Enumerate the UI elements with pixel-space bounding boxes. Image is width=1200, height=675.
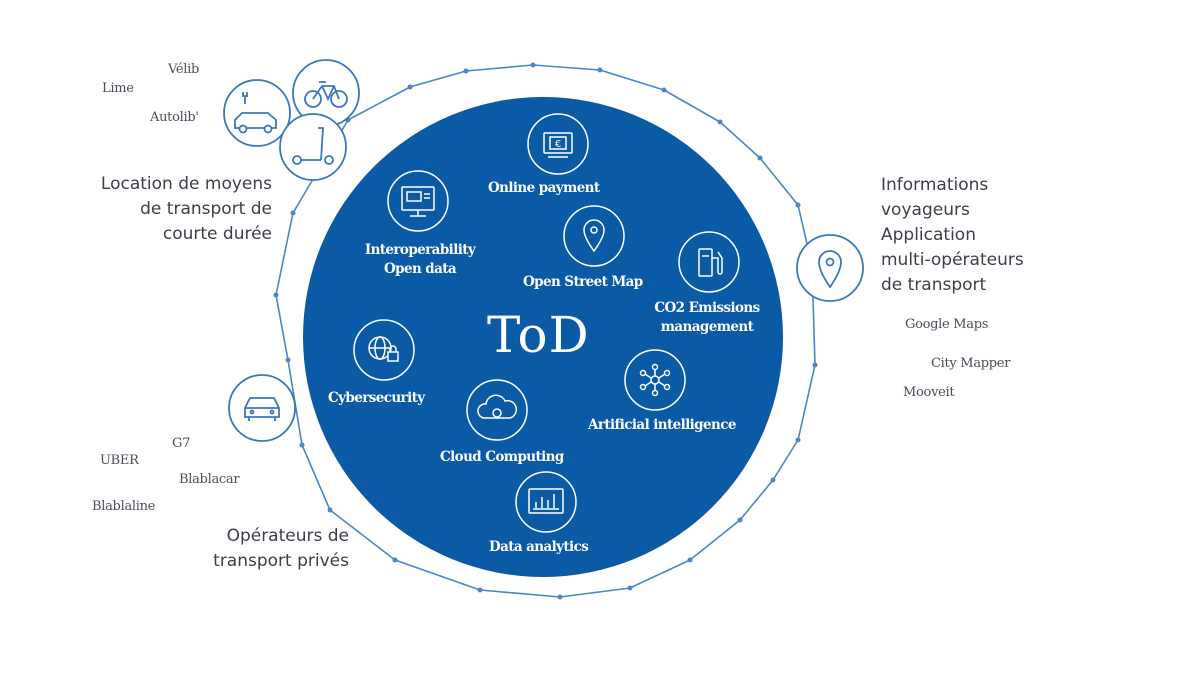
brand-city-mapper: City Mapper xyxy=(931,356,1011,371)
cloud-icon xyxy=(466,379,528,441)
center-title: ToD xyxy=(487,306,590,364)
map-pin-icon xyxy=(563,205,625,267)
brand-mooveit: Mooveit xyxy=(903,385,955,400)
group-title-private-operators: Opérateurs de transport privés xyxy=(213,526,349,571)
feature-open-street-map: Open Street Map xyxy=(523,274,643,290)
monitor-icon xyxy=(387,170,449,232)
brand-velib: Vélib xyxy=(168,62,200,77)
brand-autolib: Autolib' xyxy=(150,110,199,125)
fuel-pump-icon xyxy=(678,231,740,293)
electric-car-icon xyxy=(223,79,291,147)
brand-lime: Lime xyxy=(102,81,134,96)
location-pin-icon xyxy=(796,234,864,302)
brand-uber: UBER xyxy=(100,453,139,468)
feature-artificial-intelligence: Artificial intelligence xyxy=(588,417,736,433)
network-icon xyxy=(624,349,686,411)
feature-cloud-computing: Cloud Computing xyxy=(440,449,564,465)
analytics-icon xyxy=(515,471,577,533)
scooter-icon xyxy=(279,113,347,181)
brand-google-maps: Google Maps xyxy=(905,317,989,332)
car-icon xyxy=(228,374,296,442)
feature-online-payment: Online payment xyxy=(488,180,600,196)
svg-text:€: € xyxy=(555,139,561,150)
globe-lock-icon xyxy=(353,319,415,381)
tod-circle xyxy=(303,97,783,577)
brand-blablacar: Blablacar xyxy=(179,472,240,487)
feature-cybersecurity: Cybersecurity xyxy=(328,390,425,406)
feature-co2-emissions: CO2 Emissions management xyxy=(654,300,760,335)
feature-interoperability: Interoperability Open data xyxy=(364,242,476,277)
brand-g7: G7 xyxy=(172,436,191,451)
brand-blablaline: Blablaline xyxy=(92,499,156,514)
group-title-short-term-rental: Location de moyens de transport de court… xyxy=(100,174,272,244)
payment-icon: € xyxy=(527,113,589,175)
group-title-traveler-info: Informations voyageurs Application multi… xyxy=(881,175,1024,295)
feature-data-analytics: Data analytics xyxy=(489,539,589,555)
